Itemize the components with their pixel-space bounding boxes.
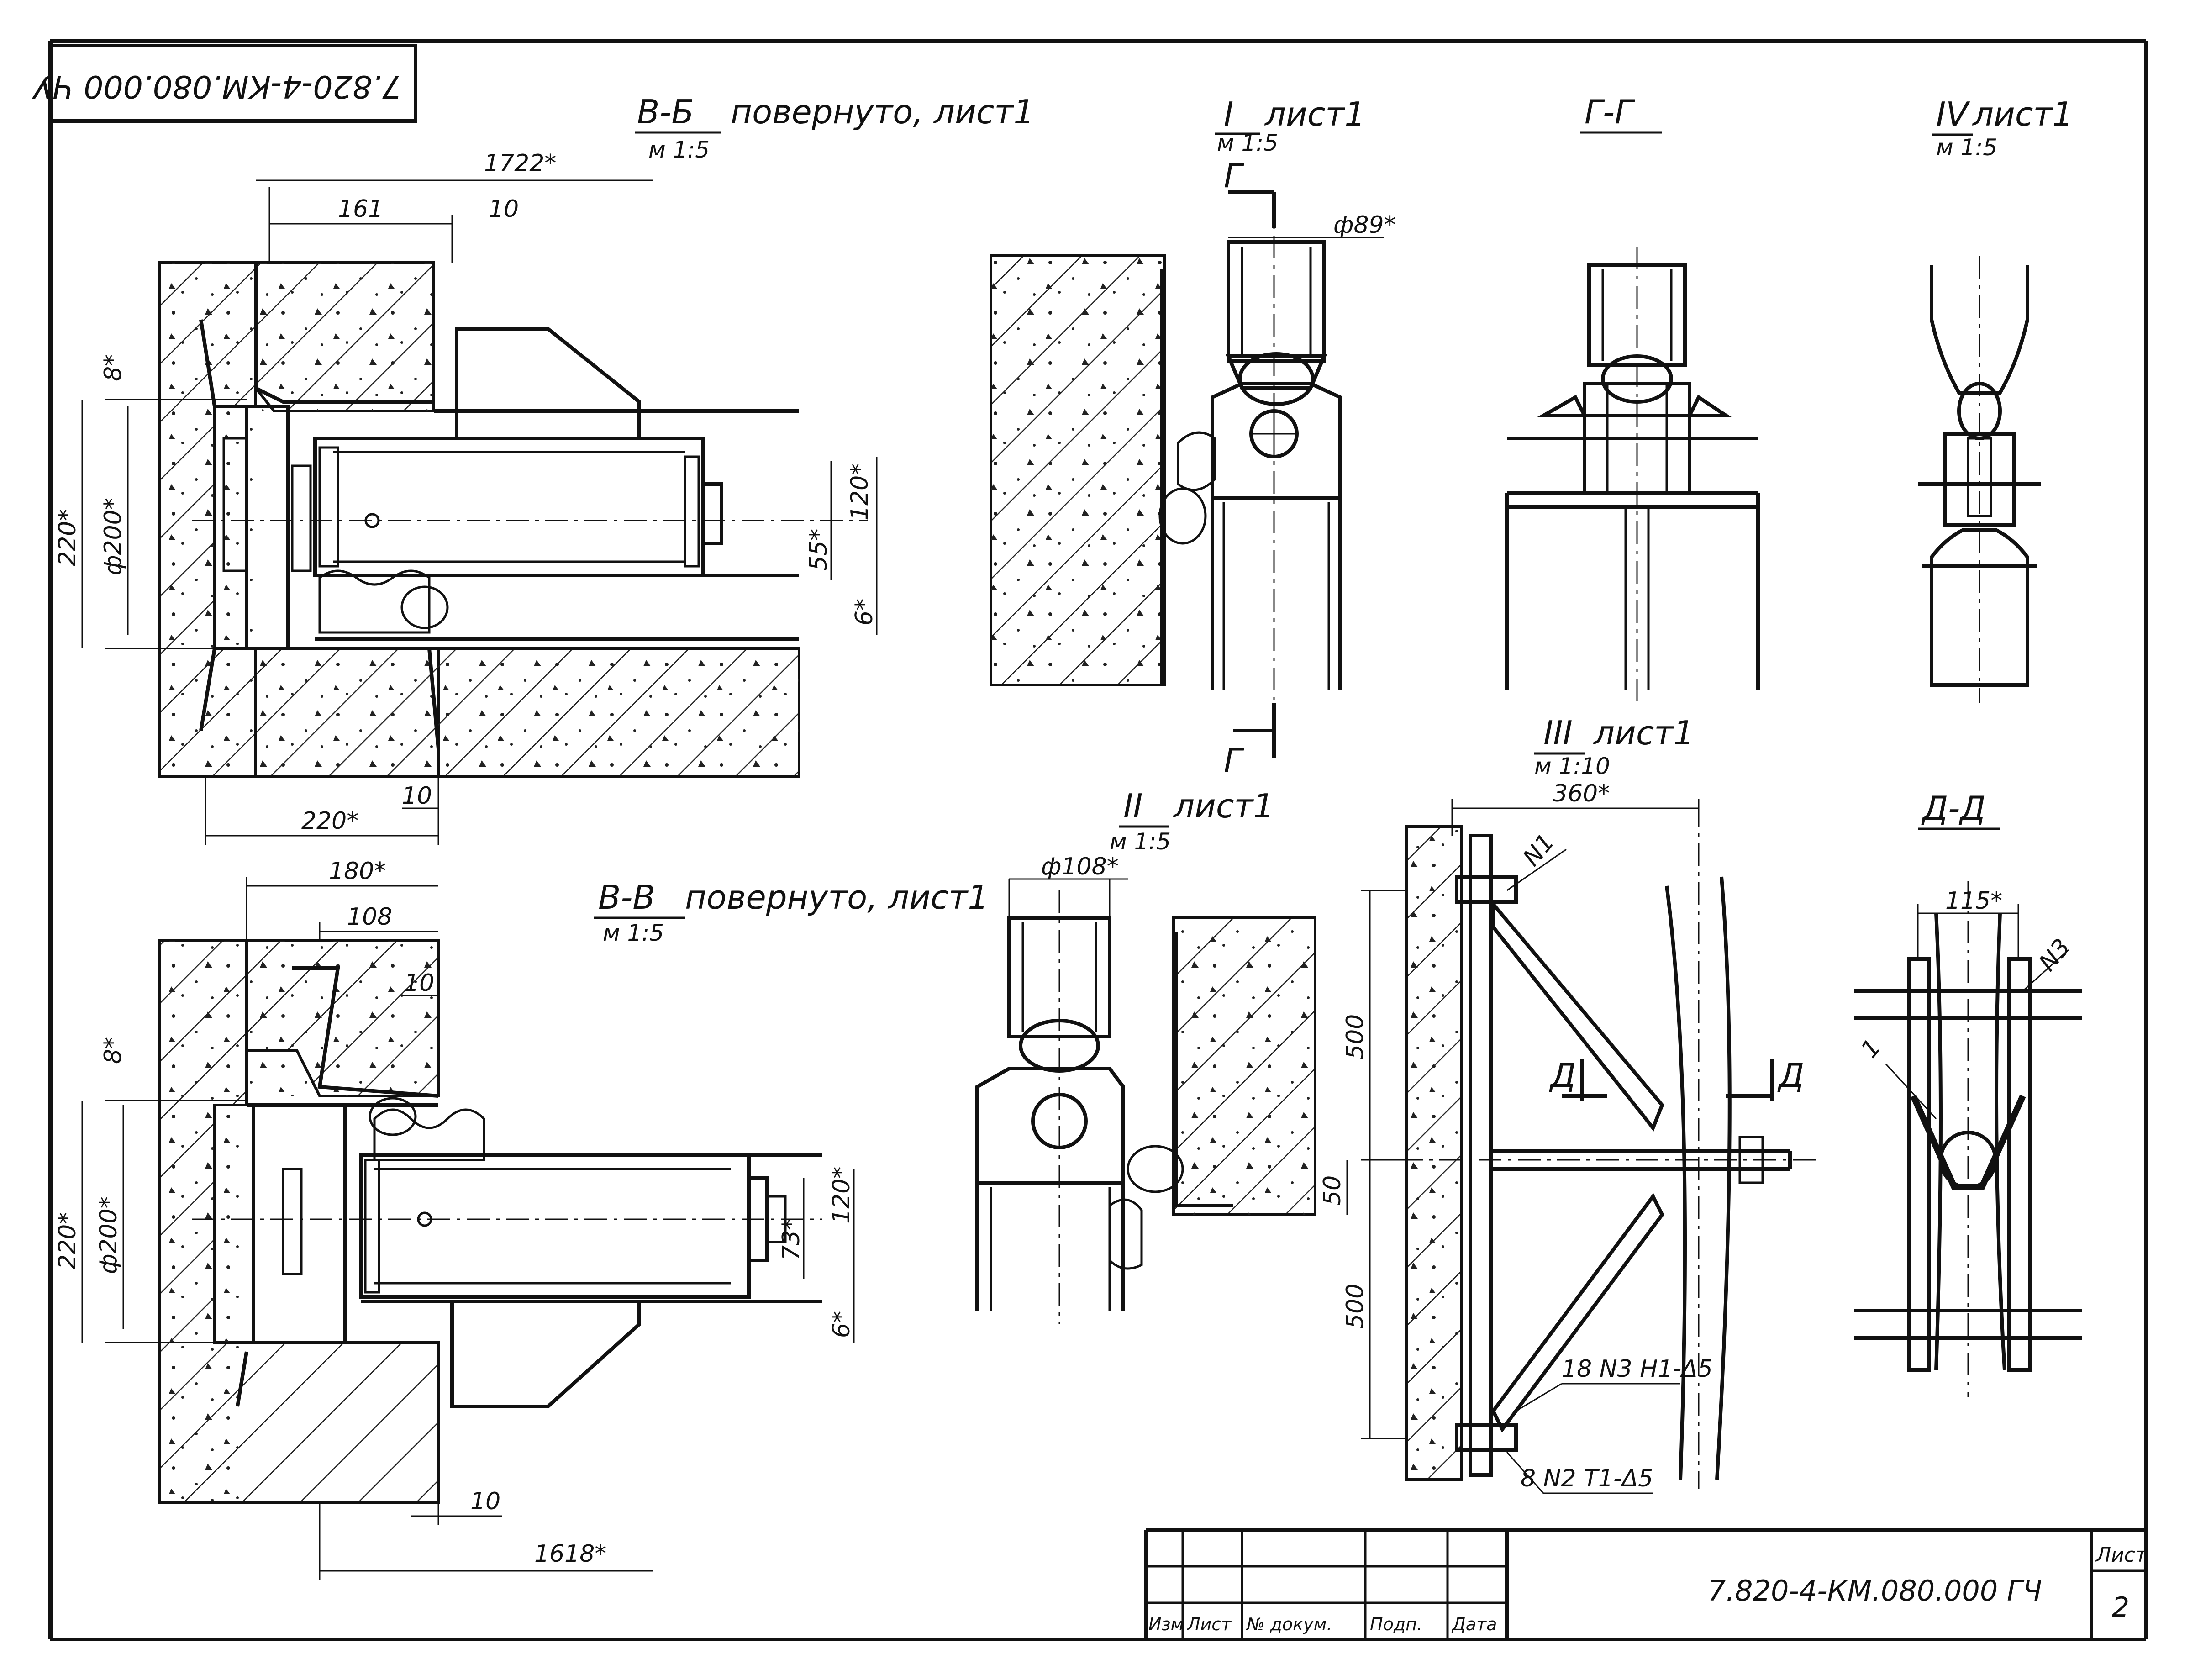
sheet-label: Лист (2095, 1543, 2148, 1567)
view-bb-scale: м 1:5 (648, 137, 710, 163)
view-ii: II лист1 м 1:5 ф108* 50 (975, 787, 1348, 1324)
view-ii-note: лист1 (1173, 787, 1274, 825)
view-g-g: Г-Г (1505, 93, 1760, 703)
view-bv-title: В-В (598, 878, 655, 916)
mirrored-stamp-text: 7.820-4-КМ.080.000 ЧУ (32, 68, 402, 104)
dim-v3-360: 360* (1553, 780, 1610, 807)
sheet-number: 2 (2112, 1591, 2129, 1623)
dim-bb-10a: 10 (489, 195, 519, 223)
dim-bb-220b: 220* (301, 807, 358, 835)
view-iv-note: лист1 (1972, 95, 2073, 133)
view-bv-note: повернуто, лист1 (685, 878, 989, 916)
view-gg-title: Г-Г (1585, 93, 1635, 131)
dim-bv-10b: 10 (470, 1488, 500, 1515)
view-iv: IV лист1 м 1:5 (1918, 95, 2073, 703)
callout-n1-dd: 1 (1856, 1034, 1886, 1063)
dim-bb-6: 6* (851, 599, 878, 626)
view-ii-title: II (1123, 787, 1142, 825)
dim-bv-180: 180* (329, 858, 386, 885)
view-bb-title: В-Б (637, 93, 694, 131)
dim-bv-6: 6* (828, 1311, 855, 1338)
title-col-list: Лист (1186, 1614, 1232, 1634)
dim-bv-108: 108 (347, 903, 392, 931)
dim-bb-161: 161 (338, 195, 383, 223)
dim-bv-120: 120* (828, 1167, 855, 1224)
view-i-title: I (1224, 95, 1233, 133)
dim-bv-10a: 10 (404, 969, 434, 997)
dim-bb-220: 220* (54, 509, 81, 566)
view-bv-scale: м 1:5 (603, 920, 664, 946)
title-col-doc: № докум. (1246, 1614, 1332, 1634)
view-iv-title: IV (1936, 95, 1970, 133)
dim-bv-1618: 1618* (534, 1540, 606, 1568)
sheet-frame (48, 39, 2148, 1641)
dim-bv-220: 220* (54, 1212, 81, 1269)
dim-v1-d89: ф89* (1333, 211, 1396, 239)
view-iv-scale: м 1:5 (1936, 134, 1997, 161)
dim-bb-10b: 10 (402, 782, 432, 810)
dim-bb-1722: 1722* (484, 150, 556, 177)
view-i-scale: м 1:5 (1217, 130, 1278, 156)
dim-v3-500b: 500 (1342, 1284, 1369, 1329)
dim-v2-50: 50 (1319, 1175, 1346, 1206)
callout-n1: N1 (1518, 829, 1560, 872)
dim-dd-115: 115* (1945, 887, 2002, 915)
title-col-date: Дата (1451, 1614, 1497, 1634)
dim-bb-8: 8* (100, 354, 127, 381)
dim-v2-d108: ф108* (1041, 853, 1119, 880)
callout-n3-weld: 18 N3 Н1-Δ5 (1562, 1355, 1713, 1383)
view-d-d: Д-Д 115* N3 1 (1854, 789, 2082, 1397)
drawing-code: 7.820-4-КМ.080.000 ГЧ (1708, 1574, 2042, 1607)
view-bb-note: повернуто, лист1 (731, 93, 1034, 131)
callout-n2-weld: 8 N2 Т1-Δ5 (1521, 1465, 1653, 1492)
dim-bb-55: 55* (805, 529, 832, 571)
view-iii-section-mark-left: Д (1549, 1056, 1576, 1095)
dim-v3-500a: 500 (1342, 1014, 1369, 1059)
view-i-section-mark-top: Г (1224, 157, 1244, 195)
callout-n3-dd: N3 (2034, 934, 2076, 977)
dim-bv-73: 73* (778, 1218, 805, 1260)
dim-bv-200: ф200* (95, 1196, 122, 1274)
mirrored-stamp-box: 7.820-4-КМ.080.000 ЧУ (32, 44, 417, 123)
view-i-section-mark-bottom: Г (1224, 741, 1244, 779)
view-iii-note: лист1 (1593, 714, 1694, 752)
title-col-sign: Подп. (1370, 1614, 1422, 1634)
title-col-izm: Изм (1148, 1614, 1184, 1634)
view-ii-scale: м 1:5 (1110, 828, 1171, 855)
view-iii-title: III (1543, 714, 1573, 752)
view-b-v: В-В повернуто, лист1 м 1:5 180* 108 (54, 858, 989, 1580)
dim-bv-8: 8* (100, 1037, 127, 1064)
view-iii-section-mark-right: Д (1777, 1056, 1804, 1095)
view-dd-title: Д-Д (1921, 789, 1985, 827)
dim-bb-120: 120* (846, 463, 874, 521)
view-iii: III лист1 м 1:10 360* 500 500 Д Д (1342, 714, 1822, 1494)
title-block: Изм Лист № докум. Подп. Дата 7.820-4-КМ.… (1144, 1528, 2148, 1639)
view-b-b: В-Б повернуто, лист1 м 1:5 (54, 93, 1034, 845)
dim-bb-200: ф200* (100, 498, 127, 575)
view-iii-scale: м 1:10 (1534, 753, 1610, 779)
view-i-note: лист1 (1264, 95, 1365, 133)
view-i: I лист1 м 1:5 Г Г ф89* (990, 95, 1396, 779)
